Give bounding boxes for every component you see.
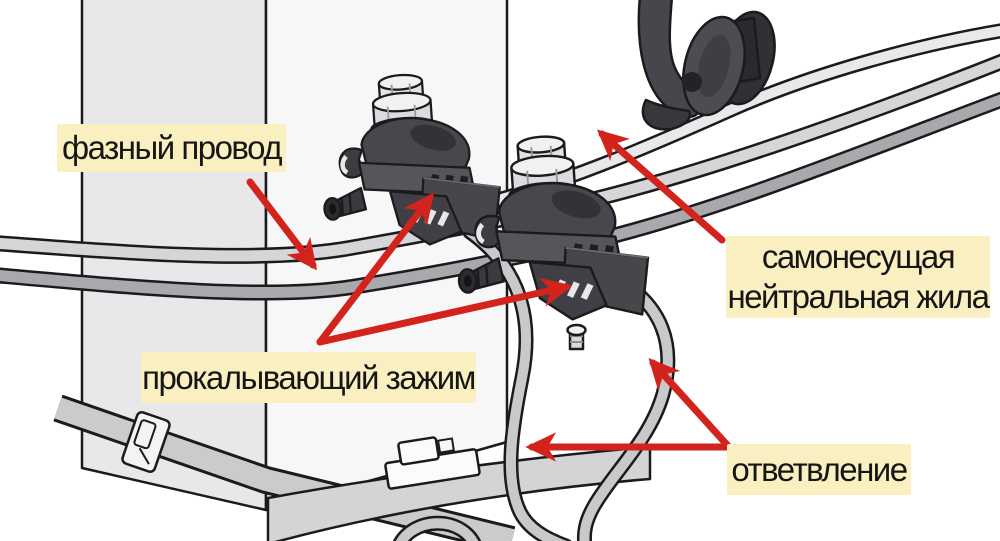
arrow-phase-wire [246, 178, 318, 271]
arrow-neutral-core [596, 129, 726, 244]
label-piercing-clamp: прокалывающий зажим [141, 352, 476, 403]
annotation-arrows [246, 129, 733, 462]
label-phase-wire-text: фазный провод [62, 129, 282, 166]
label-neutral-core: самонесущая нейтральная жила [726, 236, 990, 318]
branch-wires [462, 224, 676, 541]
arrow-branch-2 [648, 358, 733, 451]
label-branch: ответвление [727, 444, 911, 495]
cable-clip [384, 436, 481, 490]
label-neutral-core-line1: самонесущая [761, 238, 956, 275]
arrow-clamp-1 [316, 192, 435, 346]
strap-buckle [121, 411, 171, 473]
label-branch-text: ответвление [731, 450, 908, 488]
label-neutral-core-line2: нейтральная жила [727, 278, 990, 315]
label-piercing-clamp-text: прокалывающий зажим [142, 358, 476, 396]
arrow-clamp-2 [316, 277, 573, 346]
label-phase-wire: фазный провод [57, 124, 286, 172]
anchor-bracket [637, 0, 776, 131]
pole-straps [53, 394, 652, 541]
clamp-2-bottom-bolt [566, 323, 587, 351]
